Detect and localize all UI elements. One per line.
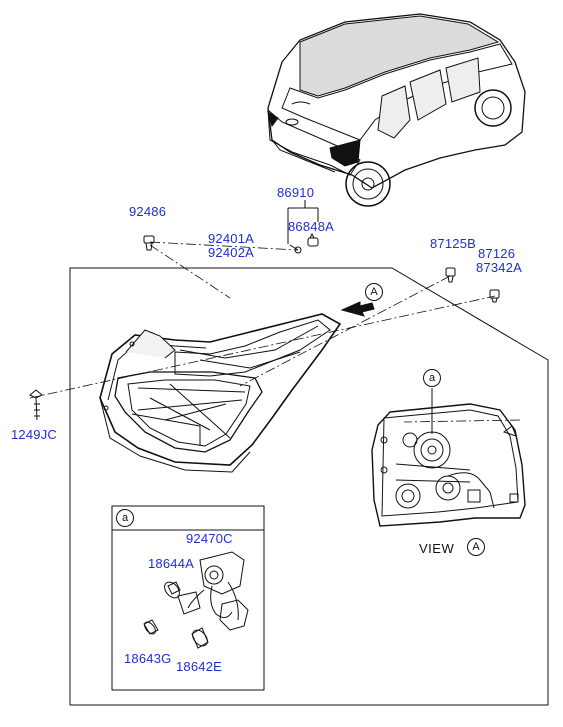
socket-wiring xyxy=(177,551,249,631)
bulb-18643G xyxy=(143,619,159,635)
fastener-87125B xyxy=(445,267,456,283)
part-87125B[interactable]: 87125B xyxy=(430,236,477,251)
part-18643G[interactable]: 18643G xyxy=(124,651,172,666)
part-86910[interactable]: 86910 xyxy=(277,185,315,200)
view-a-lamp-rear xyxy=(371,388,526,527)
part-92470C[interactable]: 92470C xyxy=(186,531,233,546)
fastener-86848A xyxy=(307,232,319,247)
part-87342A[interactable]: 87342A xyxy=(476,260,523,275)
fastener-87342A xyxy=(489,289,500,303)
part-86848A[interactable]: 86848A xyxy=(288,219,335,234)
part-18644A[interactable]: 18644A xyxy=(148,556,195,571)
detail-a-callout: a xyxy=(423,369,441,387)
view-label: VIEW xyxy=(419,541,455,556)
car-illustration xyxy=(267,13,526,207)
tail-lamp-assembly xyxy=(99,313,342,473)
part-92401A[interactable]: 92401A xyxy=(208,231,255,246)
part-18642E[interactable]: 18642E xyxy=(176,659,223,674)
part-1249JC[interactable]: 1249JC xyxy=(11,427,58,442)
bulb-18644A xyxy=(164,581,181,599)
view-a-callout: A xyxy=(365,283,383,301)
screw-1249JC xyxy=(29,389,43,421)
part-92486[interactable]: 92486 xyxy=(129,204,167,219)
part-92402A[interactable]: 92402A xyxy=(208,245,255,260)
bulb-18642E xyxy=(191,627,209,649)
part-87126[interactable]: 87126 xyxy=(478,246,516,261)
fastener-92486 xyxy=(143,235,155,251)
view-arrow xyxy=(340,301,375,317)
view-label-circle: A xyxy=(467,538,485,556)
inset-a-callout: a xyxy=(116,509,134,527)
fastener-92401A xyxy=(289,244,302,254)
